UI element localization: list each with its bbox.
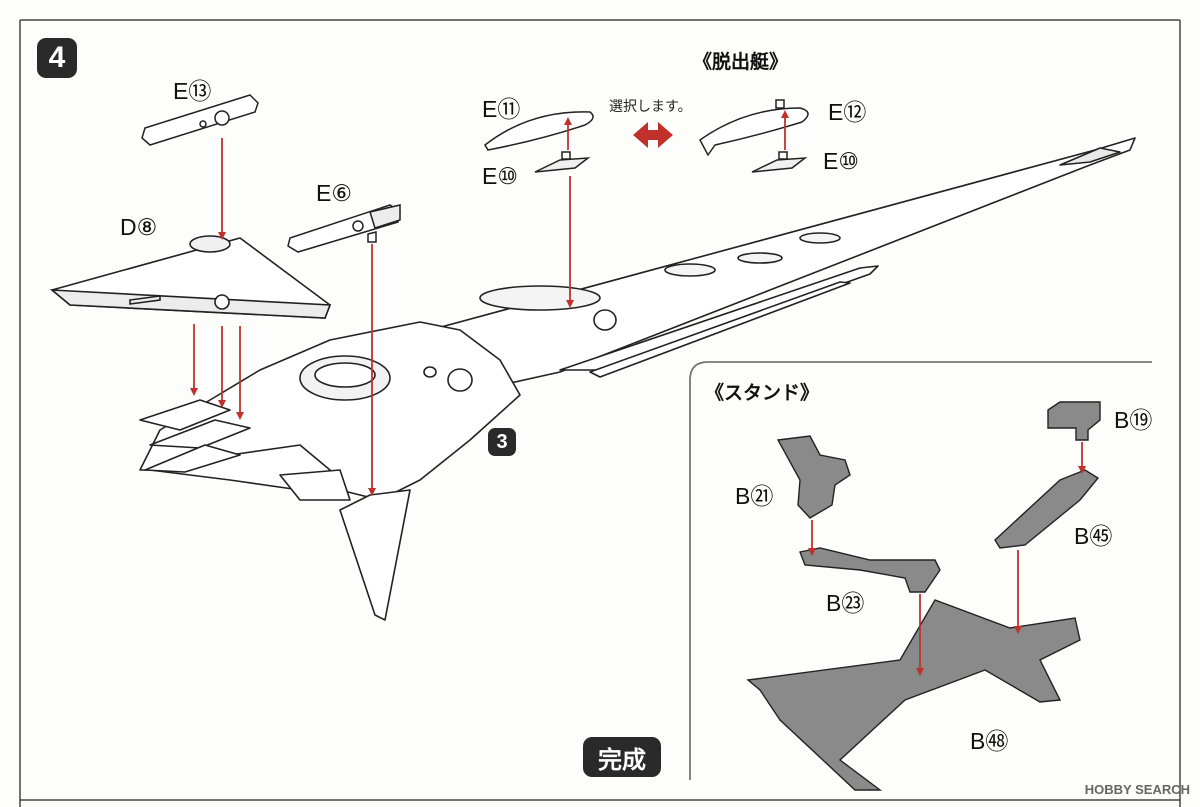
part-e13 [141,94,259,146]
label-e10-left: E⑩ [482,163,518,189]
label-b45: B㊺ [1074,523,1113,549]
label-b48: B㊽ [970,728,1009,754]
part-e6 [287,204,401,253]
part-b45 [994,469,1100,549]
part-b48 [746,599,1081,791]
stand-section-frame [689,361,1152,780]
stand-title: 《スタンド》 [705,382,820,404]
label-e10-right: E⑩ [823,148,859,174]
step-badge-sub: 3 [488,428,516,456]
label-b21: B㉑ [735,483,774,509]
part-b21 [776,435,851,519]
arrow-heads [190,110,1086,676]
step-badge-main: 4 [37,38,77,78]
part-e12 [699,99,809,157]
part-e10-right [751,151,808,173]
select-instruction: 選択します。 [609,99,692,115]
escape-craft-title: 《脱出艇》 [693,51,789,73]
label-b23: B㉓ [826,590,865,616]
part-b23 [799,547,941,593]
label-e6: E⑥ [316,180,352,206]
label-e11: E⑪ [482,96,521,122]
complete-badge: 完成 [583,737,661,777]
watermark: HOBBY SEARCH [1084,782,1190,797]
assembly-arrows [193,118,1083,668]
label-e12: E⑫ [828,99,867,125]
label-e13: E⑬ [173,78,212,104]
stand-parts [746,401,1101,791]
part-b19 [1047,401,1101,441]
label-d8: D⑧ [120,214,158,240]
part-d8 [49,235,332,319]
double-arrow-icon [633,122,673,148]
ship-body [139,137,1136,621]
part-e10-left [534,151,591,173]
label-b19: B⑲ [1114,407,1153,433]
